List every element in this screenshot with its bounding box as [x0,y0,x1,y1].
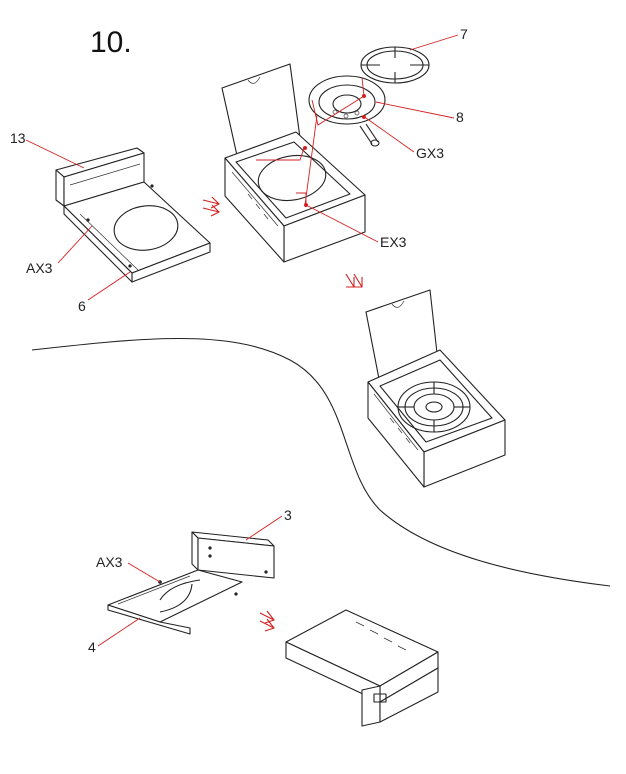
bottom-back-panel-side [191,531,199,571]
closed-housing-foot [361,685,381,727]
closed-housing-front [379,667,439,723]
label-ax3-top: AX3 [26,260,53,276]
label-3: 3 [284,507,292,523]
section-divider [31,338,611,587]
housing-left-side [224,157,285,263]
housing-assembled [365,289,506,488]
label-8: 8 [456,109,464,125]
label-13: 13 [10,130,26,146]
tray-cutout [113,205,179,251]
step-number: 10. [90,26,132,59]
arrow-step-2 [345,273,363,288]
label-ax3-bottom: AX3 [96,554,123,570]
control-knob-panel [373,693,387,703]
housing-inner-frame [235,141,351,219]
burner-grate [360,46,430,84]
burner-bowl [308,75,386,147]
label-ex3: EX3 [380,234,407,250]
back-panel-side [55,169,65,207]
closed-housing [285,609,439,727]
label-4: 4 [88,639,96,655]
arrow-step-3 [259,610,275,632]
label-7: 7 [460,26,468,42]
tray-assembly-top-left [55,147,211,283]
assembled-left-side [367,381,425,488]
label-gx3: GX3 [416,145,444,161]
label-6: 6 [78,298,86,314]
housing-burner-opening [257,154,327,202]
bottom-back-panel-front [197,537,275,579]
tray-left-lip [63,205,133,283]
bottom-tray-lip [107,604,191,635]
arrow-step-1 [202,196,220,217]
housing-assembly-top [221,63,366,263]
tray-assembly-bottom [107,531,275,635]
